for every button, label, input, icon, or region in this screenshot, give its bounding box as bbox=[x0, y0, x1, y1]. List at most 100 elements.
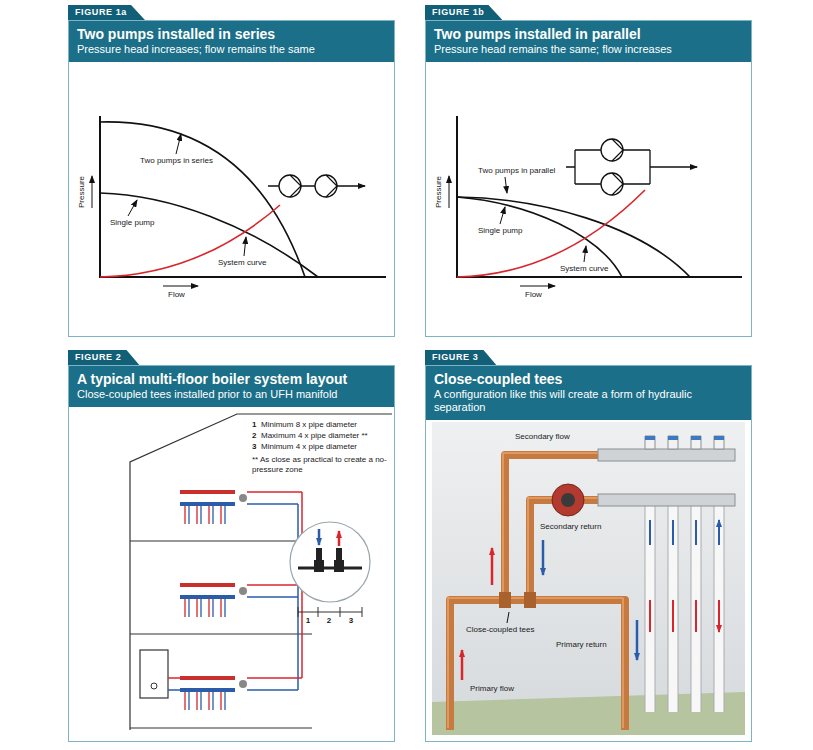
house-layout-part bbox=[130, 414, 392, 730]
ufh-manifold-part bbox=[180, 490, 235, 494]
parallel-chart-part bbox=[457, 197, 690, 277]
header-band: Two pumps installed in seriesPressure he… bbox=[69, 21, 394, 62]
series-chart-part bbox=[326, 175, 337, 197]
parallel-chart-part bbox=[584, 246, 586, 262]
series-chart bbox=[92, 116, 386, 286]
manifold-illustration-part bbox=[598, 494, 735, 506]
figure-panel: FIGURE 1bTwo pumps installed in parallel… bbox=[425, 5, 752, 337]
parallel-chart-part bbox=[612, 139, 623, 161]
parallel-chart-part bbox=[449, 176, 450, 208]
zoom-detail-part bbox=[338, 531, 341, 546]
parallel-chart-part bbox=[520, 286, 555, 287]
manifold-illustration-part bbox=[507, 612, 509, 623]
parallel-chart-part bbox=[612, 173, 623, 195]
ufh-manifold-part bbox=[247, 503, 298, 505]
label-text: Flow bbox=[168, 290, 185, 300]
panel-title: Two pumps installed in series bbox=[77, 26, 386, 43]
ufh-manifold-part bbox=[180, 583, 235, 587]
label-text: Single pump bbox=[478, 226, 522, 236]
label-text: Maximum 4 x pipe diameter ** bbox=[261, 431, 368, 441]
parallel-chart-part bbox=[457, 190, 645, 277]
zoom-detail bbox=[290, 522, 370, 617]
panel-title: A typical multi-floor boiler system layo… bbox=[77, 371, 386, 388]
header-band: A typical multi-floor boiler system layo… bbox=[69, 366, 394, 407]
underfloor-pipe-part bbox=[650, 506, 719, 712]
series-chart-part bbox=[279, 175, 301, 197]
label-text: System curve bbox=[218, 258, 266, 268]
panel-title: Two pumps installed in parallel bbox=[434, 26, 743, 43]
figure-tab: FIGURE 3 bbox=[425, 350, 496, 365]
label-text: Minimum 8 x pipe diameter bbox=[261, 420, 357, 430]
callout-number: 1 bbox=[306, 616, 310, 626]
figure-panel: FIGURE 1aTwo pumps installed in seriesPr… bbox=[68, 5, 395, 337]
series-chart-part bbox=[290, 175, 301, 197]
panel-frame: Two pumps installed in parallelPressure … bbox=[425, 20, 752, 337]
boiler bbox=[140, 650, 168, 698]
label-text: Pressure bbox=[77, 176, 87, 208]
underfloor-pipe bbox=[650, 506, 719, 712]
ufh-manifold-part bbox=[180, 595, 235, 599]
label-text: Pressure bbox=[434, 176, 444, 208]
manifold-illustration-part bbox=[650, 600, 719, 632]
series-chart-part bbox=[100, 116, 386, 277]
ufh-manifold-part bbox=[189, 506, 225, 524]
callout-number: 2 bbox=[327, 616, 331, 626]
ufh-manifold-part bbox=[239, 494, 247, 502]
series-chart-part bbox=[128, 200, 137, 216]
parallel-chart-part bbox=[500, 207, 505, 224]
ufh-manifold-part bbox=[180, 502, 235, 506]
label-text: Minimum 4 x pipe diameter bbox=[261, 442, 357, 452]
figure-tab: FIGURE 2 bbox=[68, 350, 139, 365]
copper-pipe-part bbox=[448, 453, 623, 728]
parallel-chart-part bbox=[457, 197, 622, 277]
manifold-illustration-part bbox=[598, 449, 735, 461]
label-text: Secondary return bbox=[540, 522, 601, 532]
callout-number: 3 bbox=[349, 616, 353, 626]
ufh-manifold-part bbox=[185, 506, 221, 524]
label-text: Single pump bbox=[110, 218, 154, 228]
panel-subtitle: A configuration like this will create a … bbox=[434, 388, 743, 414]
zoom-detail-part bbox=[290, 522, 370, 602]
series-chart-part bbox=[92, 176, 93, 208]
series-chart-part bbox=[163, 286, 198, 287]
ufh-manifold bbox=[180, 490, 302, 524]
zoom-detail-part bbox=[298, 567, 362, 570]
house-layout-part bbox=[168, 677, 180, 679]
callout-number: 3 bbox=[252, 442, 256, 452]
manifold-illustration-part bbox=[645, 436, 724, 440]
ufh-manifold bbox=[180, 583, 302, 617]
ufh-manifold-part bbox=[189, 599, 225, 617]
zoom-detail-part bbox=[318, 529, 321, 545]
label-text: Primary flow bbox=[470, 684, 514, 694]
callout-number: 1 bbox=[252, 420, 256, 430]
label-text: Secondary flow bbox=[515, 432, 570, 442]
panel-title: Close-coupled tees bbox=[434, 371, 743, 388]
series-chart-part bbox=[100, 122, 305, 277]
manifold-illustration-part bbox=[645, 436, 724, 449]
ufh-manifold-part bbox=[239, 587, 247, 595]
header-band: Two pumps installed in parallelPressure … bbox=[426, 21, 751, 62]
manifold-illustration-part bbox=[561, 493, 575, 507]
zoom-detail-part bbox=[334, 560, 344, 572]
panel-subtitle: Pressure head increases; flow remains th… bbox=[77, 43, 386, 56]
label-text: System curve bbox=[560, 264, 608, 274]
panel-subtitle: Pressure head remains the same; flow inc… bbox=[434, 43, 743, 56]
figure-panel: FIGURE 3Close-coupled teesA configuratio… bbox=[425, 350, 752, 742]
zoom-detail-part bbox=[316, 548, 322, 561]
tee-fitting bbox=[524, 592, 536, 608]
manifold-illustration-part bbox=[650, 520, 719, 545]
label-text: Close-coupled tees bbox=[466, 625, 534, 635]
parallel-chart-part bbox=[601, 173, 623, 195]
ufh-manifold-part bbox=[247, 677, 302, 679]
parallel-chart-part bbox=[505, 177, 507, 193]
ufh-manifold-part bbox=[180, 688, 235, 692]
pump bbox=[552, 484, 584, 516]
parallel-chart-part bbox=[650, 166, 697, 167]
zoom-detail-part bbox=[298, 607, 362, 617]
ufh-manifold-part bbox=[189, 692, 225, 710]
ufh-manifold-part bbox=[247, 491, 302, 493]
parallel-chart-part bbox=[601, 139, 623, 161]
label-text: Two pumps in series bbox=[140, 156, 213, 166]
series-chart-part bbox=[244, 237, 246, 256]
